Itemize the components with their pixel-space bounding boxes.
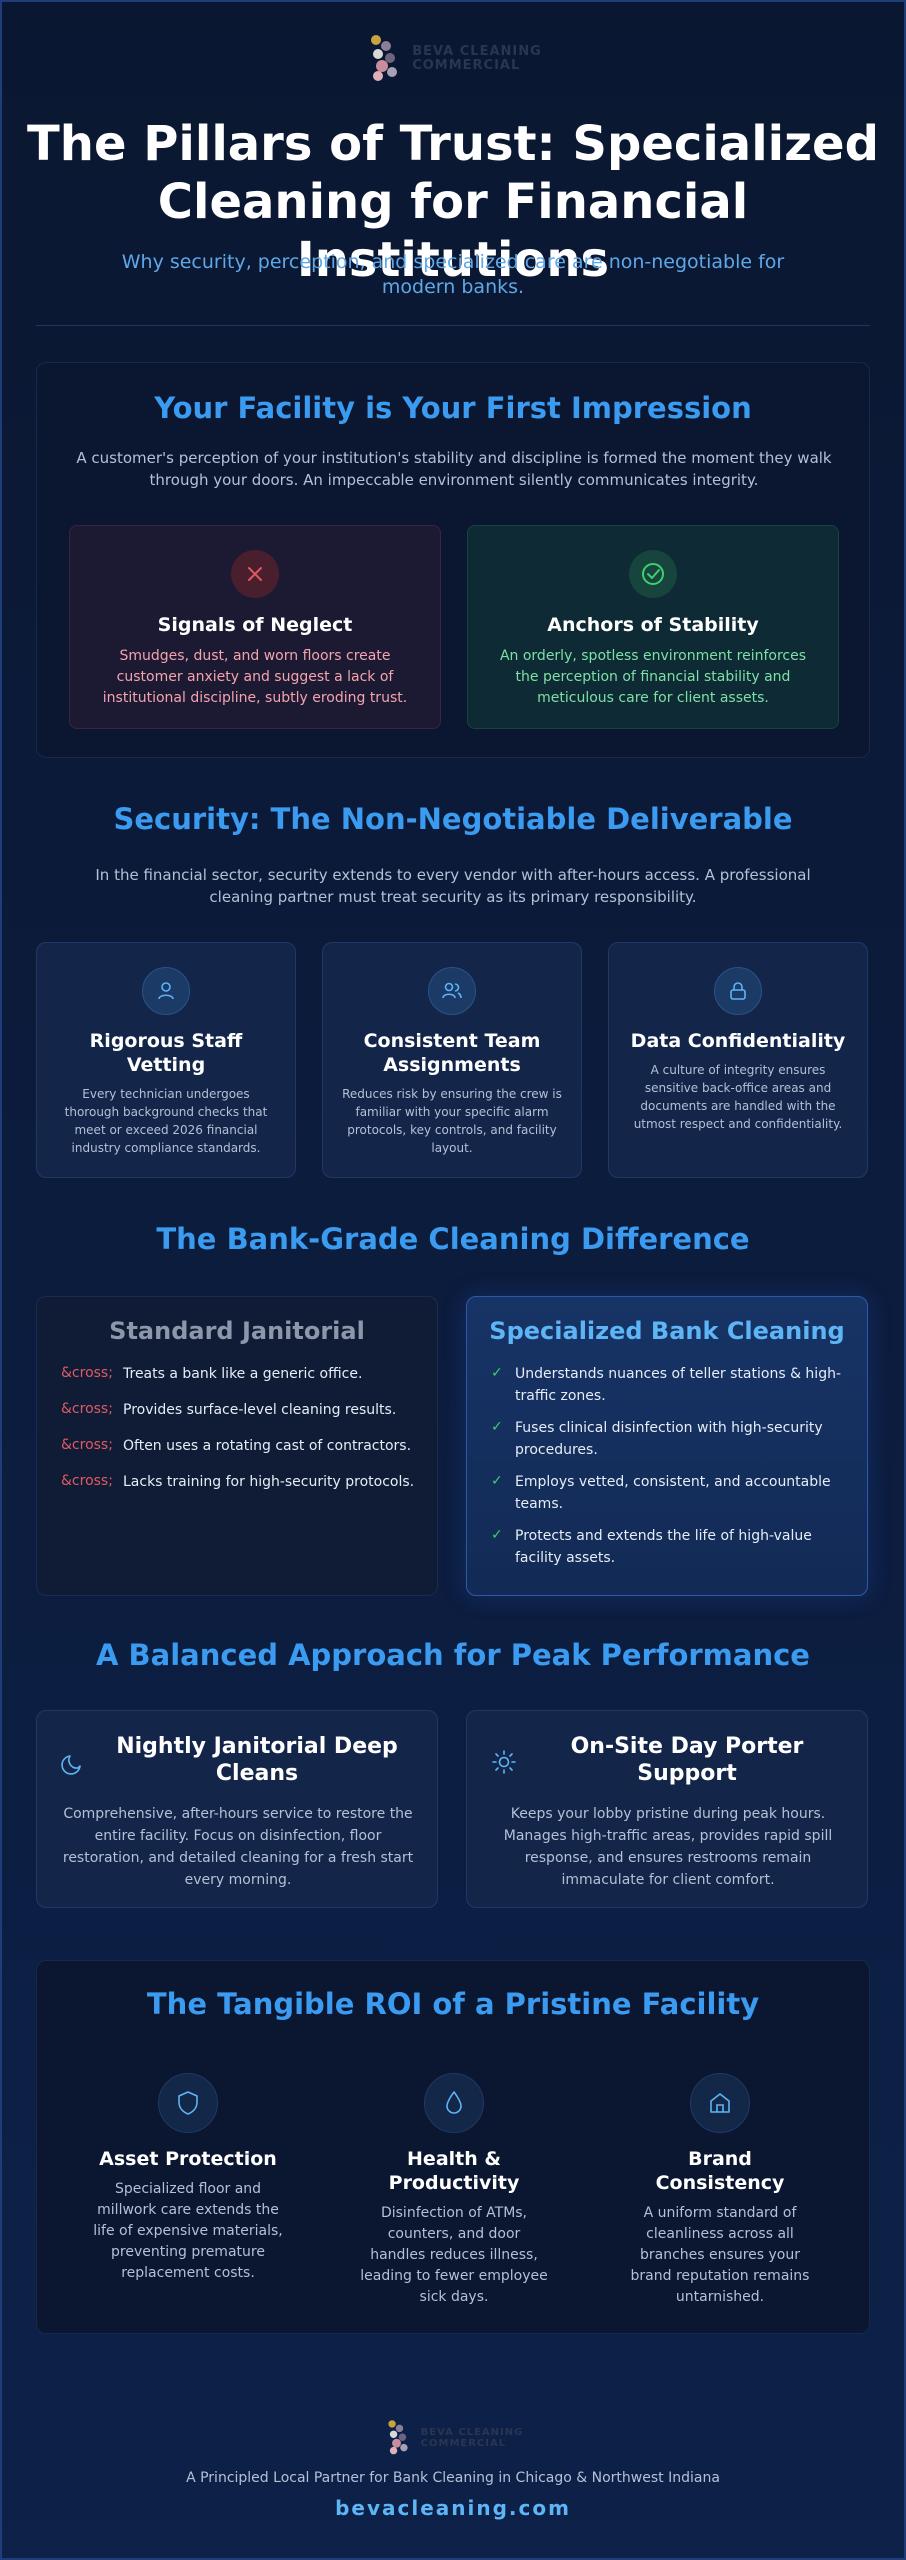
staff-vetting-title: Rigorous Staff Vetting — [89, 1030, 243, 1076]
footer-url-link[interactable]: bevacleaning.com — [335, 2496, 571, 2520]
list-item: ✓Employs vetted, consistent, and account… — [491, 1473, 831, 1512]
logo-text-line2: COMMERCIAL — [412, 58, 521, 73]
brand-consistency-title: Brand Consistency — [655, 2148, 785, 2194]
anchors-of-stability-title: Anchors of Stability — [547, 614, 759, 636]
footer-logo-text-line2: COMMERCIAL — [420, 2438, 507, 2449]
nightly-janitorial-card: Nightly Janitorial Deep Cleans Comprehen… — [36, 1710, 438, 1908]
first-impression-section: Your Facility is Your First Impression A… — [36, 362, 870, 758]
moon-icon — [61, 1755, 81, 1775]
signals-of-neglect-text: Smudges, dust, and worn floors create cu… — [102, 648, 408, 706]
cross-icon: &cross; — [61, 1365, 113, 1381]
check-circle-icon — [629, 550, 677, 598]
team-assignments-card: Consistent Team Assignments Reduces risk… — [322, 942, 582, 1178]
cross-icon: &cross; — [61, 1437, 113, 1453]
list-item: ✓Fuses clinical disinfection with high-s… — [491, 1419, 823, 1458]
signals-of-neglect-card: Signals of Neglect Smudges, dust, and wo… — [69, 525, 441, 729]
signals-of-neglect-title: Signals of Neglect — [157, 614, 353, 636]
security-title: Security: The Non-Negotiable Deliverable — [113, 802, 793, 836]
list-item: &cross;Provides surface-level cleaning r… — [61, 1401, 397, 1418]
list-item: ✓Understands nuances of teller stations … — [491, 1365, 842, 1404]
balanced-approach-title: A Balanced Approach for Peak Performance — [96, 1638, 810, 1672]
page-subtitle: Why security, perception, and specialize… — [121, 251, 785, 298]
check-icon: ✓ — [491, 1419, 503, 1435]
lock-icon — [714, 967, 762, 1015]
data-confidentiality-card: Data Confidentiality A culture of integr… — [608, 942, 868, 1178]
brand-consistency-item: Brand Consistency A uniform standard of … — [605, 2073, 835, 2308]
difference-title: The Bank-Grade Cleaning Difference — [156, 1222, 750, 1256]
health-productivity-item: Health & Productivity Disinfection of AT… — [339, 2073, 569, 2308]
health-productivity-text: Disinfection of ATMs, counters, and door… — [360, 2205, 548, 2305]
staff-vetting-card: Rigorous Staff Vetting Every technician … — [36, 942, 296, 1178]
footer-tagline: A Principled Local Partner for Bank Clea… — [186, 2470, 720, 2486]
list-item: &cross;Often uses a rotating cast of con… — [61, 1437, 412, 1454]
team-assignments-title: Consistent Team Assignments — [363, 1030, 541, 1076]
footer-logo: BEVA CLEANING COMMERCIAL — [0, 2418, 906, 2458]
x-icon — [231, 550, 279, 598]
logo-text-line1: BEVA CLEANING — [412, 44, 542, 59]
standard-janitorial-title: Standard Janitorial — [109, 1317, 365, 1345]
header-divider — [36, 325, 870, 326]
specialized-bank-cleaning-list: ✓Understands nuances of teller stations … — [467, 1363, 867, 1579]
roi-title: The Tangible ROI of a Pristine Facility — [146, 1987, 760, 2021]
security-description: In the financial sector, security extend… — [95, 866, 811, 906]
check-icon: ✓ — [491, 1365, 503, 1381]
anchors-of-stability-card: Anchors of Stability An orderly, spotles… — [467, 525, 839, 729]
roi-section: The Tangible ROI of a Pristine Facility … — [36, 1960, 870, 2334]
specialized-bank-cleaning-card: Specialized Bank Cleaning ✓Understands n… — [466, 1296, 868, 1596]
cross-icon: &cross; — [61, 1473, 113, 1489]
droplet-icon — [424, 2073, 484, 2133]
cross-icon: &cross; — [61, 1401, 113, 1417]
specialized-bank-cleaning-title: Specialized Bank Cleaning — [489, 1317, 845, 1345]
nightly-janitorial-text: Comprehensive, after-hours service to re… — [62, 1806, 414, 1888]
logo-icon — [371, 35, 398, 81]
data-confidentiality-text: A culture of integrity ensures sensitive… — [633, 1063, 843, 1131]
list-item: &cross;Treats a bank like a generic offi… — [61, 1365, 363, 1382]
logo-icon — [388, 2420, 408, 2455]
nightly-janitorial-title: Nightly Janitorial Deep Cleans — [116, 1734, 398, 1786]
standard-janitorial-list: &cross;Treats a bank like a generic offi… — [37, 1363, 437, 1507]
team-assignments-text: Reduces risk by ensuring the crew is fam… — [342, 1087, 562, 1155]
shield-icon — [158, 2073, 218, 2133]
list-item: &cross;Lacks training for high-security … — [61, 1473, 415, 1490]
day-porter-text: Keeps your lobby pristine during peak ho… — [503, 1806, 833, 1888]
page-title: The Pillars of Trust: Specialized Cleani… — [27, 116, 879, 288]
asset-protection-title: Asset Protection — [99, 2148, 277, 2170]
anchors-of-stability-text: An orderly, spotless environment reinfor… — [499, 648, 807, 706]
home-icon — [690, 2073, 750, 2133]
brand-consistency-text: A uniform standard of cleanliness across… — [630, 2205, 810, 2305]
first-impression-description: A customer's perception of your institut… — [76, 449, 832, 489]
check-icon: ✓ — [491, 1527, 503, 1543]
staff-vetting-text: Every technician undergoes thorough back… — [64, 1087, 268, 1155]
health-productivity-title: Health & Productivity — [388, 2148, 520, 2194]
first-impression-title: Your Facility is Your First Impression — [154, 391, 752, 425]
footer-logo-text-line1: BEVA CLEANING — [420, 2427, 524, 2438]
asset-protection-item: Asset Protection Specialized floor and m… — [73, 2073, 303, 2284]
check-icon: ✓ — [491, 1473, 503, 1489]
asset-protection-text: Specialized floor and millwork care exte… — [93, 2181, 283, 2281]
list-item: ✓Protects and extends the life of high-v… — [491, 1527, 812, 1566]
user-icon — [142, 967, 190, 1015]
data-confidentiality-title: Data Confidentiality — [630, 1030, 846, 1052]
day-porter-card: On-Site Day Porter Support Keeps your lo… — [466, 1710, 868, 1908]
day-porter-title: On-Site Day Porter Support — [570, 1734, 804, 1786]
users-icon — [428, 967, 476, 1015]
header-logo: BEVA CLEANING COMMERCIAL — [0, 32, 906, 86]
sun-icon — [492, 1750, 516, 1774]
standard-janitorial-card: Standard Janitorial &cross;Treats a bank… — [36, 1296, 438, 1596]
